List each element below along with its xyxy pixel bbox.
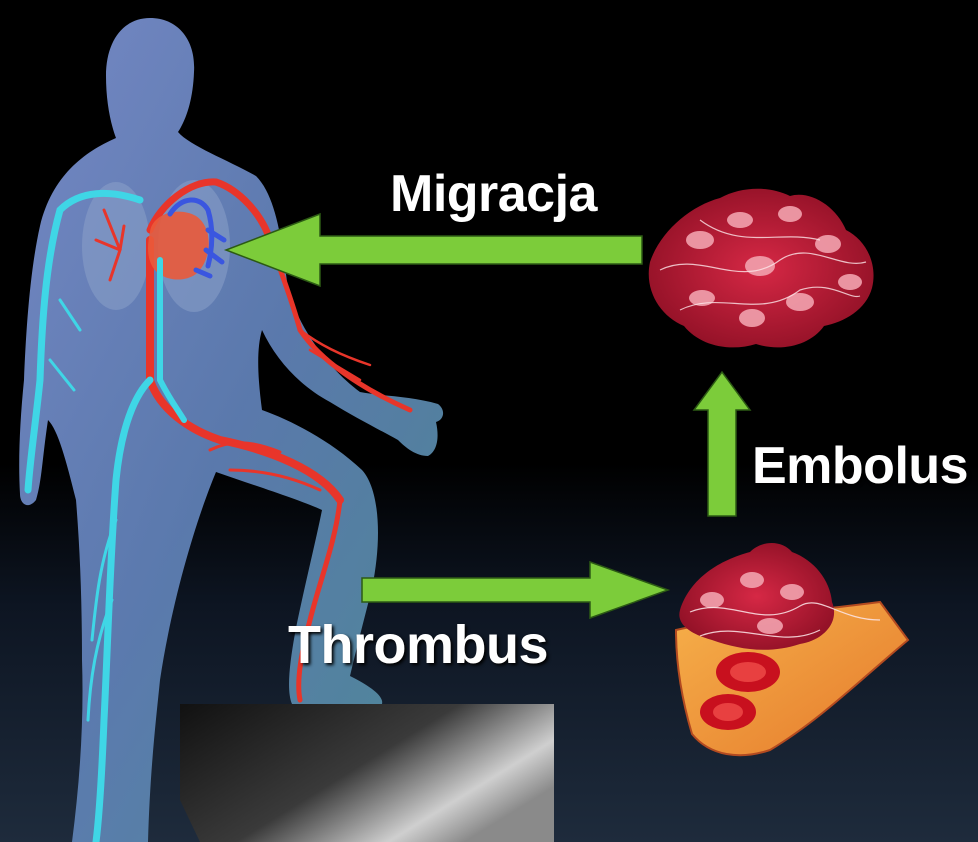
thrombus-label: Thrombus xyxy=(288,614,548,676)
migration-label: Migracja xyxy=(390,164,597,224)
step-block xyxy=(180,704,554,842)
arrow-migration xyxy=(226,214,642,286)
arrow-embolus xyxy=(694,372,750,516)
arrow-thrombus xyxy=(362,562,668,618)
embolus-label: Embolus xyxy=(752,436,968,496)
thrombus-vessel xyxy=(676,543,908,755)
embolus-clot xyxy=(649,189,874,348)
